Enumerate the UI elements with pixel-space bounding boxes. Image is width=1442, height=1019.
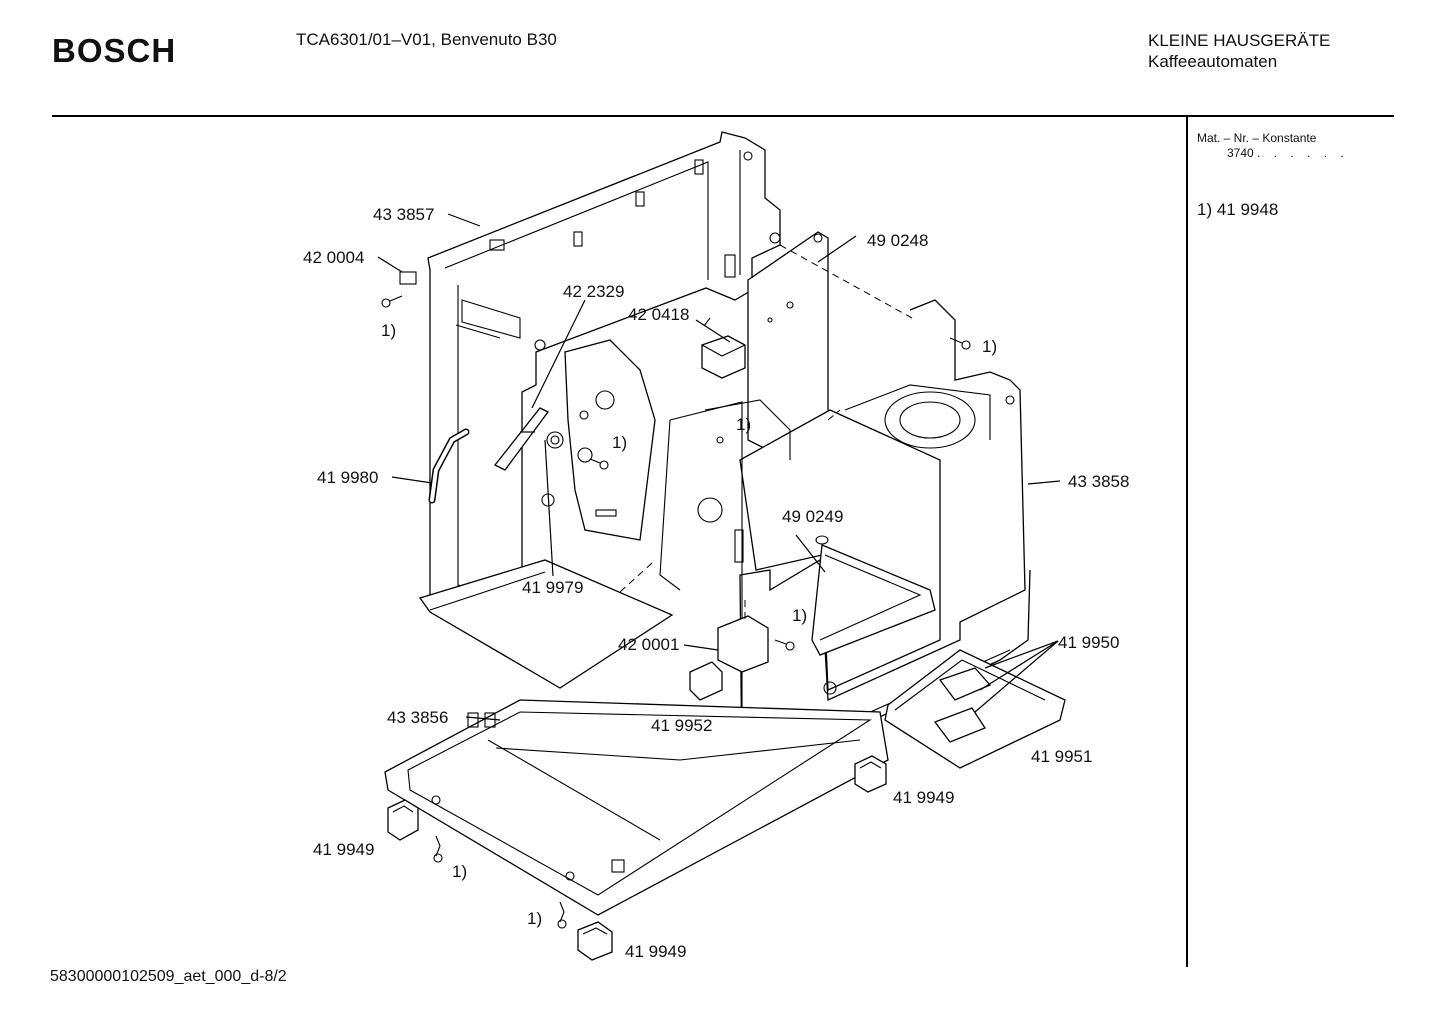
part-label-419980: 41 9980	[317, 468, 378, 487]
part-label-420001: 42 0001	[618, 635, 679, 654]
side-divider	[1186, 117, 1188, 967]
footnote-definition: 1) 41 9948	[1197, 200, 1279, 219]
footnote-marks: 1) 1) 1) 1) 1) 1) 1)	[381, 321, 997, 928]
part-label-490248: 49 0248	[867, 231, 928, 250]
part-label-419952: 41 9952	[651, 716, 712, 735]
center-bracket-part	[564, 339, 656, 541]
part-label-433856: 43 3856	[387, 708, 448, 727]
footnote-mark: 1)	[527, 909, 542, 928]
drip-tray-part	[884, 649, 1066, 769]
category-block: KLEINE HAUSGERÄTE Kaffeeautomaten	[1148, 30, 1330, 72]
footnote-mark: 1)	[381, 321, 396, 340]
lever-part	[493, 407, 564, 471]
part-label-420004: 42 0004	[303, 248, 364, 267]
part-label-433858: 43 3858	[1068, 472, 1129, 491]
material-number-value: 3740	[1227, 146, 1254, 160]
footnote-mark: 1)	[612, 433, 627, 452]
tray-slide-part	[811, 535, 936, 656]
footnote-mark: 1)	[452, 862, 467, 881]
model-title: TCA6301/01–V01, Benvenuto B30	[296, 30, 557, 49]
part-label-422329: 42 2329	[563, 282, 624, 301]
part-labels: 43 3857 42 0004 42 2329 42 0418 49 0248 …	[303, 205, 1129, 961]
material-number-row: 3740 . . . . . .	[1197, 146, 1349, 161]
foot-part-left	[387, 799, 419, 841]
foot-part-bottom	[577, 921, 613, 961]
material-number-label: Mat. – Nr. – Konstante	[1197, 131, 1317, 145]
microswitch-part	[689, 615, 769, 701]
material-number-block: Mat. – Nr. – Konstante 3740 . . . . . .	[1197, 131, 1349, 161]
switch-part	[933, 667, 992, 743]
rear-frame-part	[427, 131, 781, 613]
screw-icon	[381, 271, 971, 929]
part-label-419979: 41 9979	[522, 578, 583, 597]
header-divider	[52, 115, 1394, 117]
part-label-433857: 43 3857	[373, 205, 434, 224]
hose-part	[428, 428, 470, 504]
part-label-420418: 42 0418	[628, 305, 689, 324]
material-number-dots: . . . . . .	[1257, 146, 1349, 160]
part-label-419949-right: 41 9949	[893, 788, 954, 807]
small-bracket-part	[701, 317, 746, 379]
bottom-plate-part	[418, 559, 674, 689]
footnote-mark: 1)	[792, 606, 807, 625]
leader-lines	[377, 213, 1061, 721]
base-frame-part	[384, 699, 889, 916]
part-label-419949-left: 41 9949	[313, 840, 374, 859]
part-label-419950: 41 9950	[1058, 633, 1119, 652]
assembly-guide-lines	[619, 244, 913, 620]
part-label-419951: 41 9951	[1031, 747, 1092, 766]
bosch-logo: BOSCH	[52, 32, 177, 69]
category-line-1: KLEINE HAUSGERÄTE	[1148, 31, 1331, 50]
footnote-mark: 1)	[736, 415, 751, 434]
part-label-419949-bottom: 41 9949	[625, 942, 686, 961]
category-line-2: Kaffeeautomaten	[1148, 52, 1278, 71]
foot-part-right	[854, 755, 887, 793]
document-id: 58300000102509_aet_000_d-8/2	[50, 968, 287, 985]
part-label-490249: 49 0249	[782, 507, 843, 526]
footnote-mark: 1)	[982, 337, 997, 356]
